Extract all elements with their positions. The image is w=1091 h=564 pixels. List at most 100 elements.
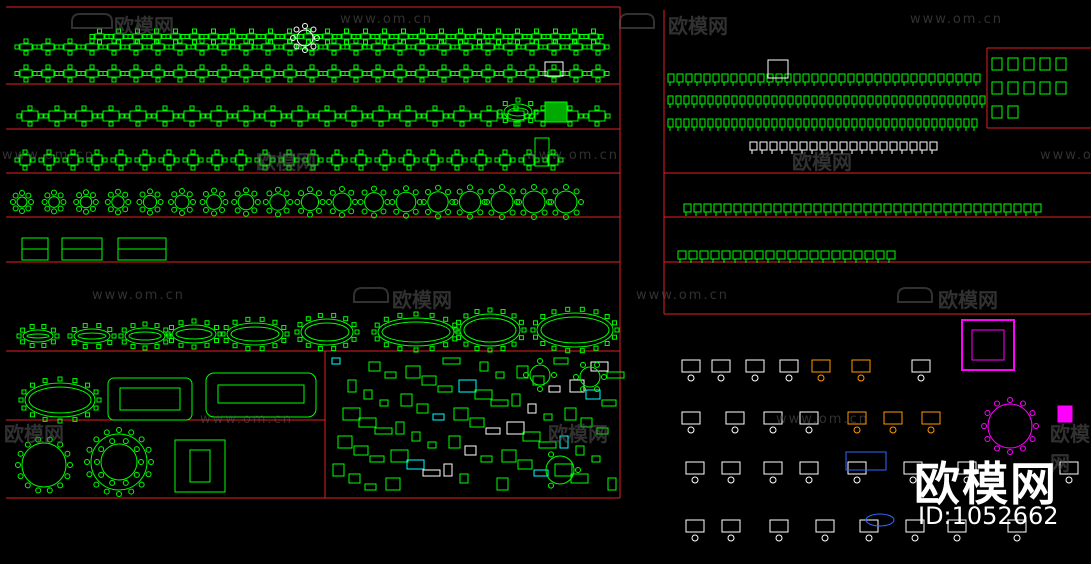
chair-symbol: [259, 316, 265, 322]
chair-symbol: [96, 323, 102, 329]
chair-symbol: [438, 157, 444, 163]
chair-symbol: [154, 323, 160, 329]
chair-symbol: [155, 77, 161, 83]
furniture-row-oval-conference[interactable]: [16, 306, 620, 354]
workstation-symbol: [453, 407, 469, 421]
chair-symbol: [71, 327, 77, 333]
chair-symbol: [147, 209, 153, 216]
conference-table-inner: [119, 387, 181, 411]
chair-symbol: [166, 165, 172, 171]
colored-desk-symbol: [845, 451, 887, 471]
table-symbol: [305, 69, 319, 78]
chair-symbol: [27, 105, 33, 111]
elevation-symbol: [919, 141, 928, 151]
chair-symbol: [309, 77, 315, 83]
chair-symbol: [82, 343, 88, 349]
chair-symbol: [509, 209, 516, 216]
chair-symbol: [502, 149, 508, 155]
chair-symbol: [1033, 423, 1039, 429]
workstation-symbol: [533, 469, 549, 477]
elevation-symbol: [863, 203, 872, 213]
chair-symbol: [315, 190, 322, 197]
chair-symbol: [523, 372, 529, 378]
chair-symbol: [586, 71, 592, 76]
chair-symbol: [174, 157, 180, 163]
chair-symbol: [15, 462, 21, 468]
elevation-symbol: [929, 141, 938, 151]
chair-symbol: [374, 336, 380, 342]
chair-symbol: [498, 71, 504, 76]
chair-symbol: [107, 339, 113, 345]
desk-symbol: [847, 461, 867, 475]
desk-symbol-grid[interactable]: [681, 319, 1079, 542]
chair-symbol: [177, 77, 183, 83]
chair-symbol: [565, 348, 571, 354]
chair-symbol: [93, 481, 100, 488]
elevation-symbol: [757, 73, 765, 83]
round-table-symbol: [206, 194, 222, 210]
chair-symbol: [145, 471, 152, 478]
workstation-symbol: [480, 455, 493, 463]
table-symbol: [547, 154, 559, 166]
office-workstation-block[interactable]: [331, 357, 625, 491]
chair-symbol: [981, 423, 987, 429]
chair-symbol: [1020, 445, 1026, 452]
table-symbol: [151, 69, 165, 78]
elevation-symbol: [789, 141, 798, 151]
chair-symbol: [111, 64, 117, 70]
chair-symbol: [265, 50, 271, 56]
elevation-symbol: [892, 73, 900, 83]
chair-symbol: [463, 313, 469, 319]
chair-symbol: [287, 199, 294, 205]
furniture-row-booths[interactable]: [21, 237, 167, 261]
chair-symbol: [390, 157, 396, 163]
chair-symbol: [416, 199, 423, 205]
chair-symbol: [564, 44, 570, 50]
chair-symbol: [308, 113, 314, 119]
workstation-symbol: [522, 431, 541, 442]
table-symbol: [327, 43, 341, 51]
chair-symbol: [12, 192, 19, 199]
elevation-symbol: [993, 203, 1002, 213]
table-symbol: [170, 33, 181, 40]
chair-symbol: [458, 39, 463, 45]
furniture-row-square-tables[interactable]: [14, 137, 564, 171]
chair-symbol: [270, 157, 276, 163]
chair-symbol: [266, 190, 273, 197]
chair-symbol: [317, 312, 323, 318]
chair-symbol: [344, 71, 350, 76]
furniture-row-large-conference[interactable]: [15, 372, 317, 497]
elevation-symbol: [769, 141, 778, 151]
chair-symbol: [443, 316, 449, 322]
chair-symbol: [116, 39, 121, 45]
furniture-row-dining-sets[interactable]: [16, 97, 611, 127]
table-symbol: [512, 33, 523, 40]
chair-symbol: [520, 188, 527, 195]
chair-symbol: [294, 199, 301, 205]
chair-symbol: [86, 446, 93, 453]
table-symbol: [151, 33, 162, 40]
elevation-symbol: [743, 250, 753, 260]
chair-symbol: [71, 339, 77, 345]
furniture-elevation-rows[interactable]: [667, 57, 1067, 263]
chair-symbol: [46, 487, 53, 494]
chair-symbol: [406, 149, 412, 155]
chair-symbol: [45, 38, 51, 44]
table-symbol: [327, 69, 341, 78]
chair-symbol: [488, 188, 495, 195]
furniture-row-round-tables[interactable]: [10, 184, 584, 220]
furniture-row-small-tables[interactable]: [14, 23, 610, 83]
chair-symbol: [358, 165, 364, 171]
desk-symbol: [911, 359, 931, 373]
chair-symbol: [454, 44, 460, 50]
chair-symbol: [405, 105, 411, 111]
chair-symbol: [81, 121, 87, 127]
elevation-symbol: [963, 203, 972, 213]
chair-symbol: [287, 28, 292, 34]
chair-symbol: [148, 459, 154, 465]
chair-symbol: [486, 157, 492, 163]
chair-symbol: [73, 199, 80, 205]
chair-symbol: [243, 121, 249, 127]
chair-symbol: [441, 50, 447, 56]
